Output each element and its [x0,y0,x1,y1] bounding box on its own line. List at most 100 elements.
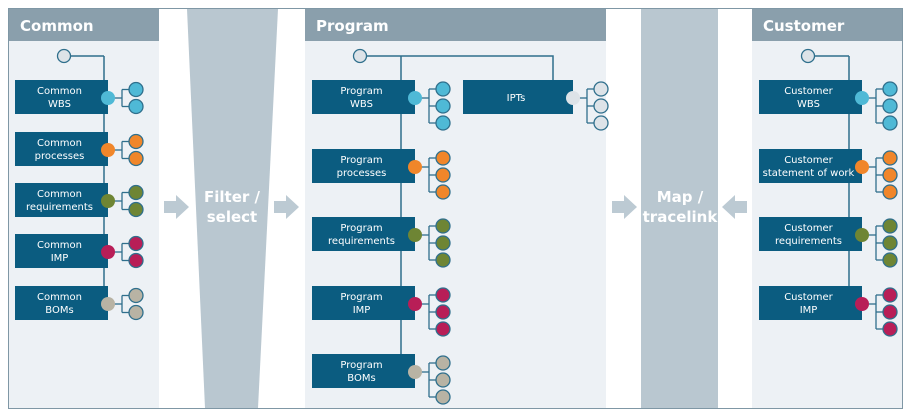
item-node [408,297,422,311]
item-node [855,91,869,105]
item-node [101,91,115,105]
child-node [435,389,451,405]
stage-band [641,9,718,408]
child-node [128,81,144,98]
child-node [435,304,451,320]
item-label-line: Program [340,86,382,97]
arrow-right-icon [274,195,299,219]
panel-title: Common [20,17,94,35]
child-node [593,98,609,114]
child-node [128,184,144,201]
item-common-1: Common processes [15,132,144,167]
item-label-line: WBS [350,99,373,110]
item-label-line: Program [340,223,382,234]
child-node [435,184,451,200]
panel-header [305,9,606,41]
panel-background [752,9,902,408]
child-node [882,81,898,97]
item-program-1: Program processes [312,149,451,200]
stage-label-line: Map / [657,188,704,206]
item-node [101,143,115,157]
child-node [128,98,144,115]
item-node [408,160,422,174]
item-box [312,80,415,114]
item-label-line: Program [340,360,382,371]
item-label-line: requirements [328,236,395,247]
item-box [463,80,573,114]
item-label-line: IPTs [507,93,526,104]
child-node [128,287,144,304]
item-box [15,132,108,166]
child-node [882,115,898,131]
child-node [435,321,451,337]
item-label-line: processes [35,151,85,162]
item-label-line: Common [37,240,82,251]
child-node [128,150,144,167]
item-label-line: Customer [784,86,833,97]
stage-label-line: select [207,208,257,226]
item-node [566,91,580,105]
item-program-ipts: IPTs [463,80,609,131]
child-node [435,167,451,183]
item-label-line: Customer [784,155,833,166]
panel-background [305,9,606,408]
item-label-line: IMP [51,253,69,264]
stage-filter: Filter / select [164,9,299,408]
stage-label-line: Filter / [204,188,260,206]
item-label-line: statement of work [763,168,855,179]
child-node [435,372,451,388]
panel-title: Customer [763,17,845,35]
child-node [882,218,898,234]
child-node [882,321,898,337]
item-box [15,234,108,268]
item-label-line: processes [337,168,387,179]
child-node [128,304,144,321]
stage-band [187,9,278,408]
item-box [312,354,415,388]
item-box [312,149,415,183]
item-box [312,217,415,251]
child-node [128,201,144,218]
ipts-connector [401,55,554,80]
item-node [408,91,422,105]
root-node [56,48,72,64]
item-label-line: Common [37,138,82,149]
item-label-line: Program [340,155,382,166]
arrow-right-icon [164,195,189,219]
item-node [408,365,422,379]
child-node [128,252,144,269]
panel-title: Program [316,17,389,35]
item-program-2: Program requirements [312,217,451,268]
item-box [15,183,108,217]
child-node [882,287,898,303]
item-label-line: requirements [26,202,93,213]
root-node [352,48,368,64]
child-node [128,133,144,150]
item-label-line: Customer [784,292,833,303]
child-node [128,235,144,252]
child-node [882,235,898,251]
arrow-left-icon [722,195,747,219]
arrow-right-icon [612,195,637,219]
item-customer-1: Customer statement of work [759,149,898,200]
item-box [759,217,862,251]
item-node [855,297,869,311]
item-node [101,245,115,259]
child-node [435,115,451,131]
item-label-line: Common [37,189,82,200]
child-node [435,235,451,251]
child-node [882,304,898,320]
child-node [435,355,451,371]
panel-common: CommonCommonWBSCommonprocessesCommonrequ… [9,9,159,408]
child-node [882,184,898,200]
item-label-line: WBS [797,99,820,110]
child-node [435,287,451,303]
child-node [593,115,609,131]
